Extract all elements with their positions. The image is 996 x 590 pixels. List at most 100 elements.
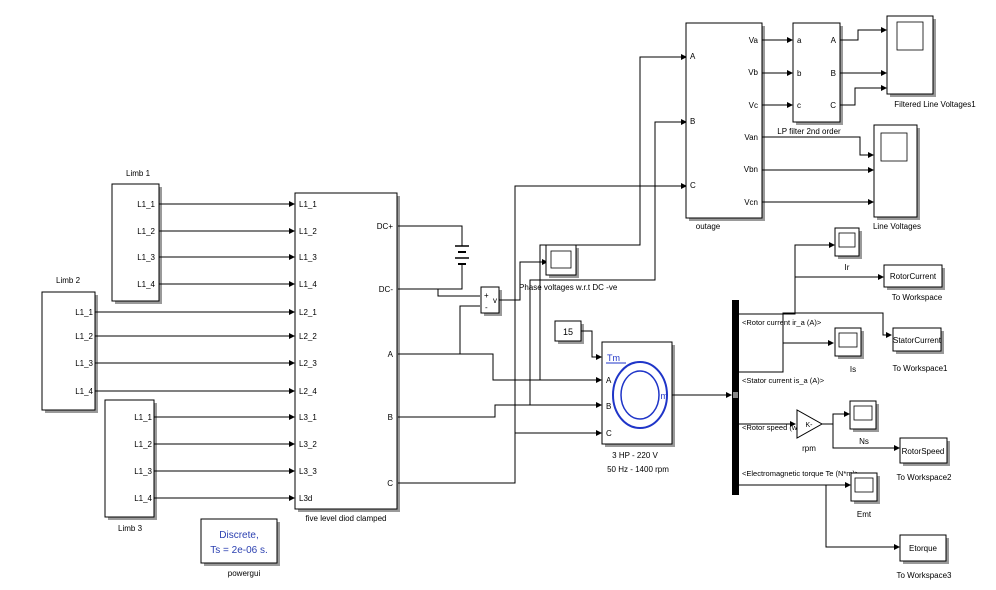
- emt-scope[interactable]: [850, 472, 880, 504]
- limb-3-block[interactable]: L1_1 L1_2 L1_3 L1_4: [104, 399, 157, 520]
- motor-port-c: C: [606, 429, 612, 438]
- induction-motor-block[interactable]: Tm A B C m: [601, 341, 675, 447]
- inverter-block[interactable]: L1_1 L1_2 L1_3 L1_4 L2_1 L2_2 L2_3 L2_4 …: [294, 192, 400, 512]
- inverter-in-1: L1_1: [299, 200, 317, 209]
- inverter-out-c: C: [387, 479, 393, 488]
- bus-signal-rotor-speed: <Rotor speed (wm)>: [742, 423, 811, 432]
- is-scope-label: Is: [850, 365, 856, 374]
- voltmeter-out: v: [493, 296, 497, 305]
- outage-out-vb: Vb: [748, 68, 758, 77]
- rpm-gain-block[interactable]: K-: [796, 409, 824, 439]
- filter-wires: [762, 27, 887, 108]
- line-voltage-scope[interactable]: [762, 124, 920, 220]
- inverter-in-10: L3_2: [299, 440, 317, 449]
- outage-in-a: A: [690, 52, 696, 61]
- powergui-block[interactable]: Discrete, Ts = 2e-06 s.: [200, 518, 280, 566]
- limb-2-port-4: L1_4: [75, 387, 93, 396]
- outage-out-van: Van: [744, 133, 758, 142]
- lp-filter-out-a: A: [831, 36, 837, 45]
- rotor-current-wires: [739, 242, 884, 315]
- inverter-in-3: L1_3: [299, 253, 317, 262]
- etorque-var: Etorque: [909, 544, 938, 553]
- limb-1-block[interactable]: L1_1 L1_2 L1_3 L1_4: [111, 183, 162, 304]
- lp-filter-in-b: b: [797, 69, 802, 78]
- inverter-out-b: B: [388, 413, 393, 422]
- torque-constant-block[interactable]: 15: [554, 320, 584, 344]
- stator-current-workspace[interactable]: StatorCurrent: [892, 327, 944, 354]
- powergui-mode: Discrete,: [219, 530, 258, 541]
- em-torque-wires: [739, 482, 900, 550]
- rotor-speed-wires: [739, 411, 900, 451]
- motor-tm-port: Tm: [607, 353, 620, 363]
- powergui-label: powergui: [228, 569, 261, 578]
- bus-signal-stator-current: <Stator current is_a (A)>: [742, 376, 825, 385]
- limb-1-port-1: L1_1: [137, 200, 155, 209]
- outage-out-vcn: Vcn: [744, 198, 758, 207]
- motor-rating-line-1: 3 HP - 220 V: [612, 451, 658, 460]
- inverter-in-5: L2_1: [299, 308, 317, 317]
- dc-source[interactable]: [398, 225, 469, 290]
- limb-1-port-3: L1_3: [137, 253, 155, 262]
- phase-voltage-scope[interactable]: [545, 244, 579, 278]
- voltage-measurement-block[interactable]: + - v: [480, 286, 502, 316]
- inverter-in-6: L2_2: [299, 332, 317, 341]
- limb-3-label: Limb 3: [118, 524, 143, 533]
- rotor-speed-workspace-label: To Workspace2: [897, 473, 953, 482]
- limb-2-block[interactable]: L1_1 L1_2 L1_3 L1_4: [41, 291, 98, 413]
- torque-constant-value: 15: [563, 327, 573, 337]
- inverter-in-7: L2_3: [299, 359, 317, 368]
- bus-signal-em-torque: <Electromagnetic torque Te (N*m)>: [742, 469, 860, 478]
- limb-3-port-1: L1_1: [134, 413, 152, 422]
- inverter-label: five level diod clamped: [306, 514, 387, 523]
- motor-m-port: m: [661, 391, 669, 401]
- ir-scope-label: Ir: [845, 263, 850, 272]
- stator-current-var: StatorCurrent: [893, 336, 942, 345]
- voltmeter-plus: +: [484, 291, 489, 300]
- inverter-in-4: L1_4: [299, 280, 317, 289]
- filtered-line-voltage-label: Filtered Line Voltages1: [894, 100, 976, 109]
- inverter-out-dcplus: DC+: [377, 222, 394, 231]
- rpm-gain-value: K-: [806, 422, 814, 429]
- motor-port-a: A: [606, 376, 612, 385]
- inverter-in-12: L3d: [299, 494, 312, 503]
- ir-scope[interactable]: [834, 227, 862, 259]
- lp-filter-out-c: C: [830, 101, 836, 110]
- limb-3-port-2: L1_2: [134, 440, 152, 449]
- motor-rating-line-2: 50 Hz - 1400 rpm: [607, 465, 669, 474]
- etorque-workspace[interactable]: Etorque: [899, 534, 949, 564]
- outage-out-vc: Vc: [749, 101, 758, 110]
- ns-scope-label: Ns: [859, 437, 869, 446]
- lp-filter-block[interactable]: a b c A B C: [792, 22, 843, 125]
- limb-2-label: Limb 2: [56, 276, 81, 285]
- limb-1-port-2: L1_2: [137, 227, 155, 236]
- etorque-workspace-label: To Workspace3: [897, 571, 953, 580]
- rpm-gain-label: rpm: [802, 444, 816, 453]
- lp-filter-label: LP filter 2nd order: [777, 127, 841, 136]
- rotor-current-workspace[interactable]: RotorCurrent: [883, 264, 945, 290]
- inverter-in-2: L1_2: [299, 227, 317, 236]
- inverter-in-8: L2_4: [299, 387, 317, 396]
- phase-wires: [398, 54, 687, 484]
- voltmeter-minus: -: [485, 303, 488, 312]
- rotor-speed-var: RotorSpeed: [902, 447, 945, 456]
- limb-3-port-3: L1_3: [134, 467, 152, 476]
- outage-in-b: B: [690, 117, 695, 126]
- filtered-line-voltage-scope[interactable]: [886, 15, 936, 97]
- limb-2-port-1: L1_1: [75, 308, 93, 317]
- outage-out-vbn: Vbn: [744, 165, 758, 174]
- rotor-current-var: RotorCurrent: [890, 272, 937, 281]
- is-scope[interactable]: [834, 327, 864, 359]
- rotor-speed-workspace[interactable]: RotorSpeed: [899, 437, 950, 466]
- limb-2-port-3: L1_3: [75, 359, 93, 368]
- limb-2-port-2: L1_2: [75, 332, 93, 341]
- bus-selector[interactable]: [732, 300, 739, 495]
- rotor-current-workspace-label: To Workspace: [892, 293, 943, 302]
- limb-1-label: Limb 1: [126, 169, 151, 178]
- motor-port-b: B: [606, 402, 611, 411]
- limb-wires: [95, 201, 295, 501]
- outage-block[interactable]: A B C Va Vb Vc Van Vbn Vcn: [685, 22, 765, 221]
- ns-scope[interactable]: [849, 400, 879, 432]
- limb-1-port-4: L1_4: [137, 280, 155, 289]
- lp-filter-out-b: B: [831, 69, 836, 78]
